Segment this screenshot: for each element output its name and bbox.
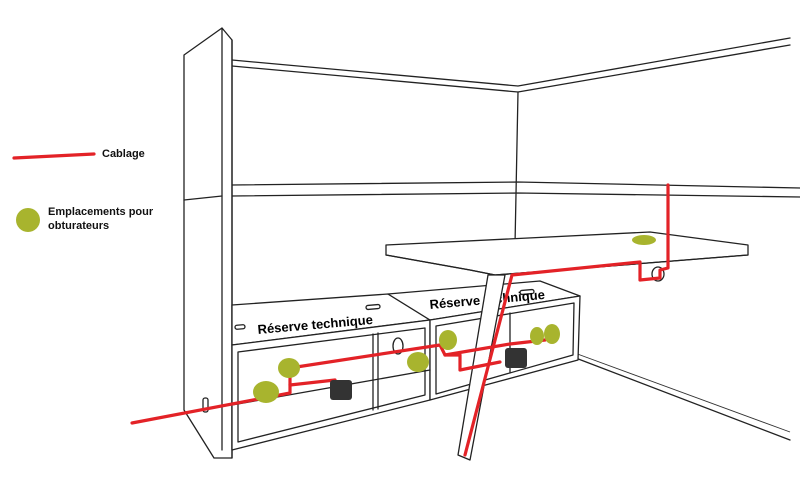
plug-dot [439, 330, 457, 350]
plug-dot [544, 324, 560, 344]
plug-dot [632, 235, 656, 245]
desk [385, 231, 749, 461]
right-unit-front [429, 295, 581, 401]
desk-leg [457, 274, 506, 461]
right-unit-grommet [519, 288, 535, 296]
back-wall-corner [514, 91, 519, 246]
unit-cable-hole [392, 337, 404, 355]
legend-plug-label-2: obturateurs [48, 220, 109, 232]
cable-lower [288, 378, 337, 387]
legend-cabling-label: Cablage [102, 148, 145, 160]
plug-dot [253, 381, 279, 403]
cable-middle [443, 353, 502, 372]
plug-dot [278, 358, 300, 378]
floor-right [559, 351, 791, 441]
legend-plug-swatch [16, 208, 40, 232]
rail-bottom [231, 192, 800, 198]
plug-dot [407, 352, 429, 372]
junction-box-left [330, 380, 352, 400]
legend-cable-swatch [12, 152, 96, 160]
right-unit-shelf [435, 302, 575, 395]
side-panel-face [183, 27, 233, 459]
back-wall-top-edge [231, 37, 791, 87]
cable-vertical [463, 183, 670, 457]
plug-dot [530, 327, 544, 345]
side-panel-seam [183, 195, 223, 201]
left-unit-grommet [365, 303, 381, 311]
plug-locations [253, 235, 656, 403]
side-panel-slot [202, 397, 209, 413]
rail-top [231, 181, 800, 189]
legend: Cablage Emplacements pour obturateurs [12, 148, 154, 232]
junction-box-right [505, 348, 527, 368]
desk-grommet [651, 266, 665, 282]
legend-plug-label: Emplacements pour [48, 206, 154, 218]
junction-boxes [330, 348, 527, 400]
left-unit-shelf [237, 327, 426, 443]
side-grommet [234, 324, 246, 330]
floor-right-2 [571, 351, 791, 433]
partition-structure [183, 27, 800, 459]
